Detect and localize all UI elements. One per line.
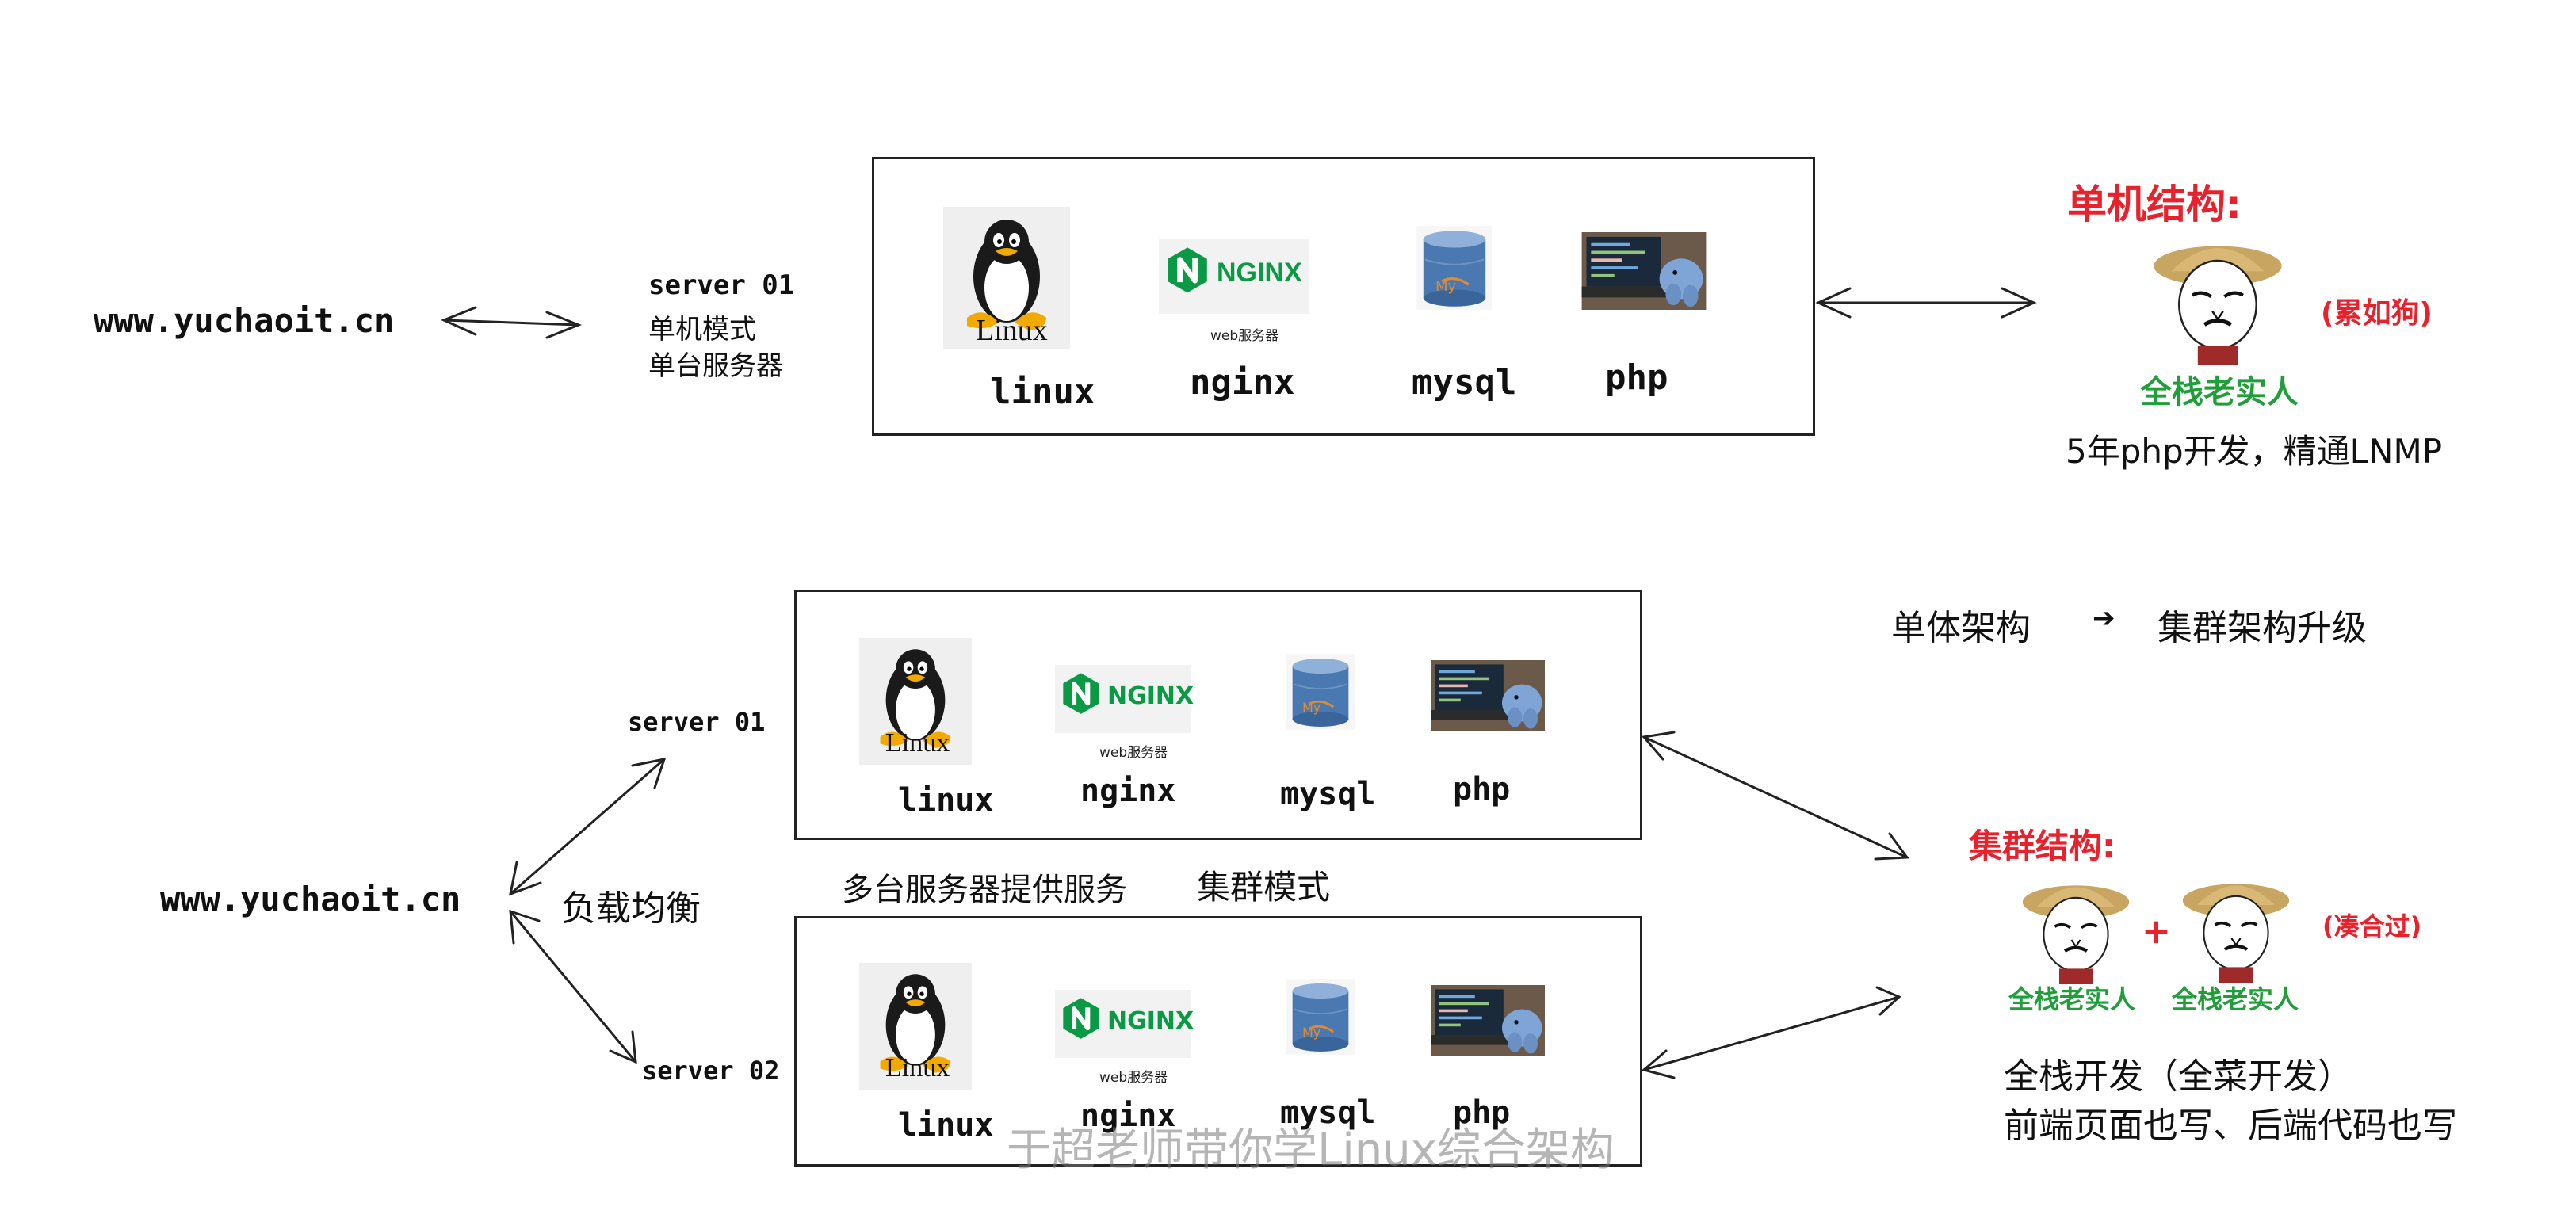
php-label: php [1605,357,1668,398]
nginx-logo-text: NGINX [1107,682,1194,710]
mysql-logo-text: My [1435,278,1457,295]
cluster-persona-note: (凑合过) [2322,911,2422,941]
cluster-persona-label-2: 全栈老实人 [2172,984,2299,1014]
cluster-desc-line2: 前端页面也写、后端代码也写 [2004,1106,2457,1146]
single-server-name: server 01 [648,269,795,301]
single-persona-title: 单机结构: [2067,181,2242,227]
single-persona-note: (累如狗) [2321,297,2433,330]
nginx-subtitle: web服务器 [1099,745,1168,761]
cluster-persona-plus: + [2142,911,2171,952]
cluster-server1-label: server 01 [628,707,766,737]
mysql-label: mysql [1412,362,1517,403]
transition-arrow-icon: ➔ [2093,602,2115,634]
single-domain: www.yuchaoit.cn [94,301,395,340]
linux-logo-text: Linux [976,314,1048,347]
php-label: php [1453,771,1511,808]
mysql-label: mysql [1280,1094,1376,1131]
cluster-server2-box: Linux linux NGINX web服务器 nginx My mysql … [794,916,1642,1167]
php-label: php [1453,1094,1511,1131]
cluster-domain: www.yuchaoit.cn [160,880,461,918]
nginx-logo-text: NGINX [1107,1007,1194,1035]
transition-to: 集群架构升级 [2157,608,2367,648]
mysql-label: mysql [1280,776,1376,812]
linux-logo-text: Linux [885,728,950,758]
cluster-middle-left: 多台服务器提供服务 [842,872,1127,908]
nginx-label: nginx [1190,362,1295,403]
single-persona-label: 全栈老实人 [2140,374,2299,411]
mysql-logo-text: My [1302,700,1321,715]
load-balance-label: 负载均衡 [561,888,701,929]
linux-label: linux [898,782,994,819]
nginx-label: nginx [1080,773,1176,809]
cluster-persona-label-1: 全栈老实人 [2008,984,2136,1014]
mysql-logo-text: My [1302,1025,1321,1040]
nginx-subtitle: web服务器 [1210,328,1279,344]
single-server-box: Linux linux NGINX web服务器 nginx My mysql … [872,157,1815,436]
nginx-subtitle: web服务器 [1099,1070,1168,1086]
single-server-note: 单台服务器 [648,350,783,382]
linux-logo-text: Linux [885,1053,950,1083]
single-mode-label: 单机模式 [648,314,756,346]
single-persona-desc: 5年php开发，精通LNMP [2066,432,2443,471]
cluster-middle-right: 集群模式 [1197,868,1331,907]
watermark: 于超老师带你学Linux综合架构 [1007,1125,1615,1176]
linux-label: linux [990,372,1095,412]
cluster-persona-title: 集群结构: [1969,827,2115,865]
nginx-label: nginx [1080,1098,1176,1134]
cluster-desc-line1: 全栈开发（全菜开发） [2004,1056,2352,1097]
cluster-server2-label: server 02 [642,1056,780,1086]
cluster-server1-box: Linux linux NGINX web服务器 nginx My mysql … [794,590,1642,840]
transition-from: 单体架构 [1891,608,2031,648]
linux-label: linux [898,1107,994,1144]
nginx-logo-text: NGINX [1217,258,1302,288]
